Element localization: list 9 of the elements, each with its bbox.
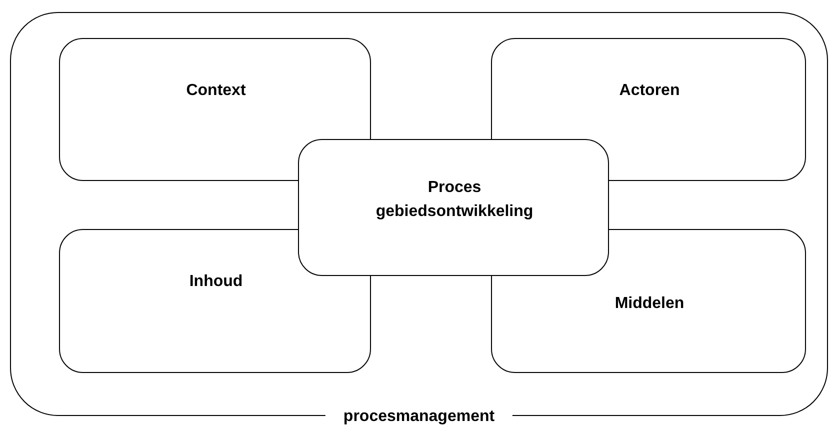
- rounded-box: [59, 229, 371, 373]
- box-label: Actoren: [618, 81, 681, 101]
- box-label: Proces gebiedsontwikkeling: [374, 178, 534, 222]
- rounded-box: [59, 38, 371, 181]
- box-label: Inhoud: [188, 272, 244, 292]
- rounded-box: [298, 139, 609, 276]
- box-label: Middelen: [614, 294, 686, 314]
- frame-label: procesmanagement: [325, 408, 513, 426]
- box-label: Context: [185, 81, 247, 101]
